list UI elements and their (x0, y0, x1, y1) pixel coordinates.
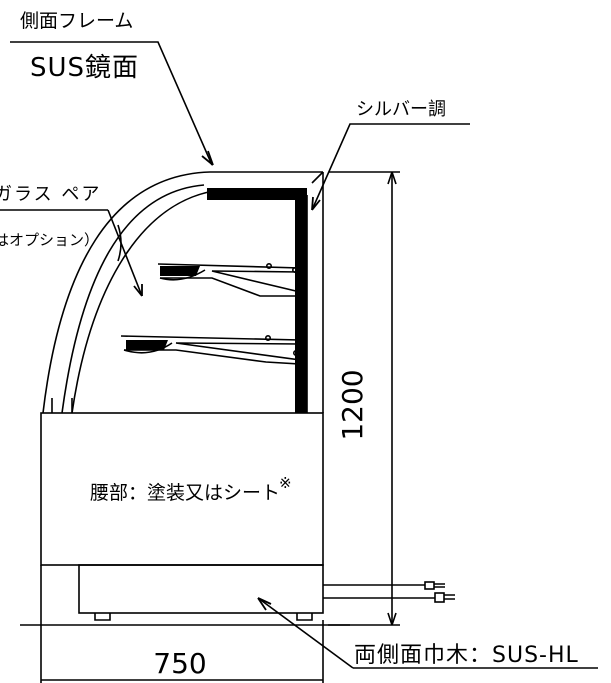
width-dimension-value: 750 (153, 647, 207, 680)
shelf-lower-price-rail (126, 340, 168, 350)
leader-side-frame (10, 41, 213, 166)
waist-label: 腰部：塗装又はシート (90, 482, 281, 504)
height-dimension-value: 1200 (336, 369, 369, 441)
shelf-upper-peg (301, 274, 305, 278)
power-cord (323, 581, 455, 603)
silver-top-bar (207, 188, 307, 200)
side-frame-label: 側面フレーム (20, 10, 134, 32)
leader-kickboard (257, 597, 354, 669)
foot-left (94, 613, 111, 621)
waist-note-mark: ※ (279, 474, 292, 492)
rear-frame (306, 171, 324, 413)
kickboard (78, 564, 324, 614)
silver-back-post (295, 196, 307, 413)
shelf-lower-peg (301, 344, 305, 348)
width-dimension (40, 565, 324, 683)
leader-glass (107, 209, 143, 297)
leader-lines (0, 41, 598, 669)
kickboard-label: 両側面巾木：SUS-HL (354, 643, 579, 668)
glass-label: ガラス ペア (0, 184, 102, 205)
option-paren (117, 224, 122, 262)
side-frame-material-label: SUS鏡面 (30, 53, 140, 83)
leader-silver (311, 123, 470, 211)
height-dimension (328, 171, 400, 626)
silver-tone-label: シルバー調 (356, 99, 446, 120)
foot-right (296, 613, 313, 621)
curved-front-glass (42, 171, 323, 414)
shelf-upper-price-rail (160, 266, 200, 276)
glass-option-label: はオプション） (0, 231, 100, 249)
